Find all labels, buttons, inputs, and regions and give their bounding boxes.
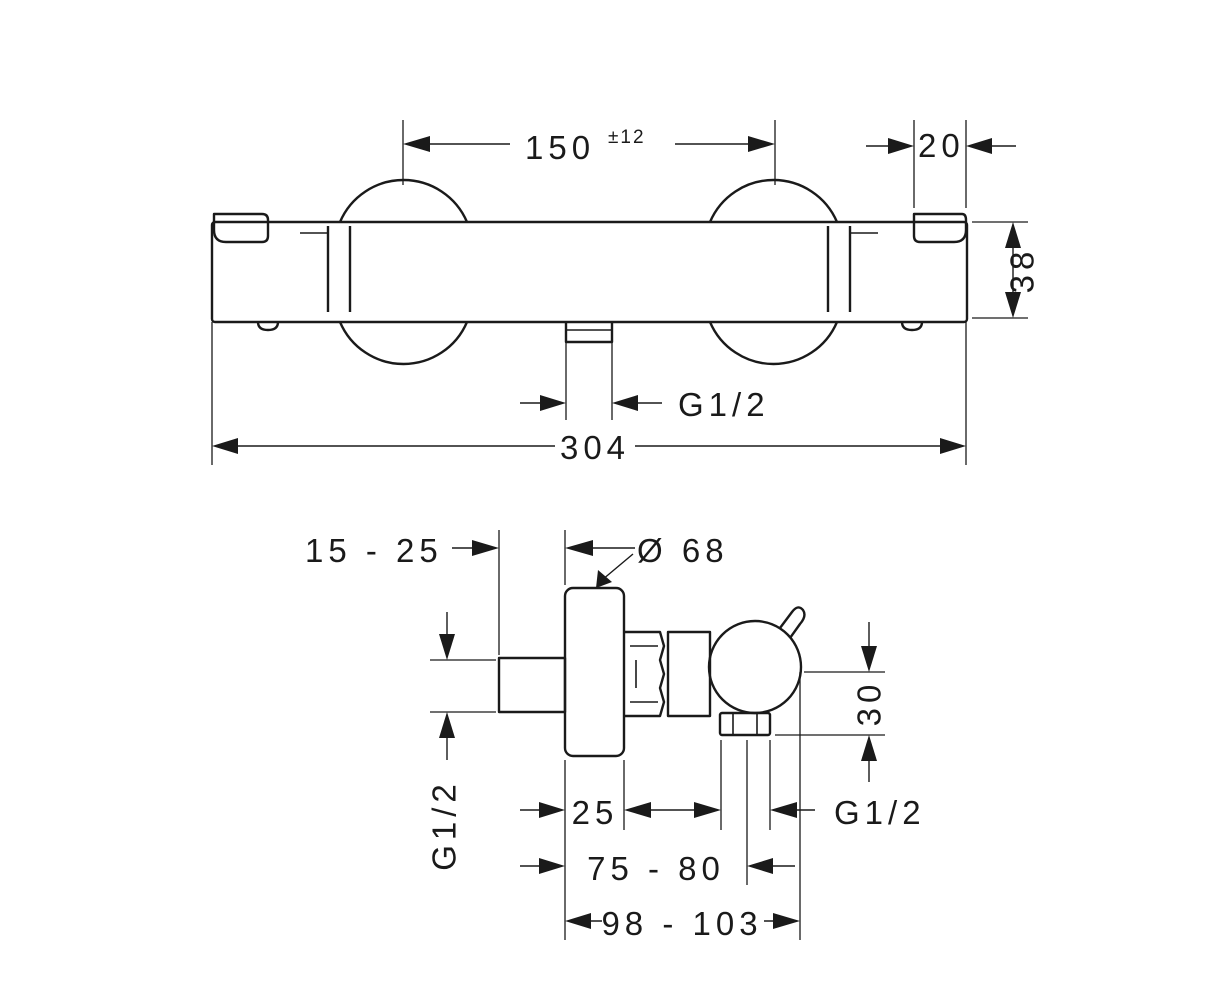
control-handle [707, 619, 803, 715]
body-connector [666, 630, 712, 718]
hex-nut [624, 630, 666, 718]
dim-arrow [212, 438, 238, 454]
side-dimension-lines [446, 547, 870, 922]
dim-inlet-spacing-tolerance: ±12 [608, 127, 646, 148]
foot-left [256, 321, 280, 332]
inlet-connector [497, 656, 567, 714]
dim-height: 38 [1004, 247, 1041, 294]
dim-arrow [439, 634, 455, 660]
hex-nut-detail [630, 645, 658, 703]
dim-arrow [888, 138, 914, 154]
right-rosette [708, 178, 839, 366]
dim-arrow [694, 802, 721, 818]
dim-arrow [1005, 222, 1021, 248]
mixer-body [210, 220, 969, 324]
dim-arrow [612, 395, 638, 411]
dim-outlet-offset: 30 [851, 680, 888, 727]
dim-outlet-thread: G1/2 [678, 386, 770, 423]
dim-total-depth: 98 - 103 [601, 905, 762, 942]
dim-arrow [565, 913, 591, 929]
dim-arrow [403, 136, 430, 152]
outlet-nut-detail [732, 713, 758, 735]
dim-end-cap: 20 [918, 127, 965, 164]
top-extension-lines [211, 120, 1028, 465]
dim-total-length: 304 [560, 429, 630, 466]
dim-arrow [539, 858, 565, 874]
dim-inlet-thread: G1/2 [426, 779, 463, 871]
handle-grip [779, 606, 806, 639]
dim-arrow [861, 735, 877, 761]
central-sleeve [326, 226, 852, 312]
left-handle-cap [212, 212, 270, 244]
top-view: 150 ±12 20 38 G1/2 304 [210, 120, 1041, 466]
dim-arrow [439, 712, 455, 738]
bottom-outlet [564, 322, 614, 344]
dim-arrow [596, 570, 612, 588]
dim-arrow [472, 540, 499, 556]
dim-escutcheon-diameter: Ø 68 [637, 532, 729, 569]
escutcheon [563, 586, 626, 758]
dim-arrow [1005, 292, 1021, 318]
side-extension-lines [430, 530, 885, 940]
dim-arrow [940, 438, 966, 454]
dim-wall-offset: 15 - 25 [305, 532, 443, 569]
dim-arrow [624, 802, 651, 818]
right-handle-cap [912, 212, 968, 244]
dim-inlet-spacing: 150 [525, 129, 595, 166]
dim-arrow [540, 395, 566, 411]
side-view: 15 - 25 Ø 68 G1/2 30 25 G1/2 75 - 80 98 … [305, 530, 926, 942]
foot-right [900, 321, 924, 332]
dim-arrow [770, 802, 797, 818]
outlet-nut [718, 711, 772, 737]
top-dimension-lines [238, 143, 1016, 447]
dim-arrow [747, 858, 773, 874]
dim-arrow [861, 646, 877, 672]
left-rosette [338, 178, 469, 366]
dim-arrow [748, 136, 775, 152]
dim-outlet-position: 75 - 80 [587, 850, 725, 887]
dim-arrow [966, 138, 992, 154]
dim-arrow [565, 540, 593, 556]
dim-outlet-thread-side: G1/2 [834, 794, 926, 831]
dim-arrow [539, 802, 565, 818]
dim-escutcheon-depth: 25 [572, 794, 619, 831]
dim-arrow [773, 913, 800, 929]
